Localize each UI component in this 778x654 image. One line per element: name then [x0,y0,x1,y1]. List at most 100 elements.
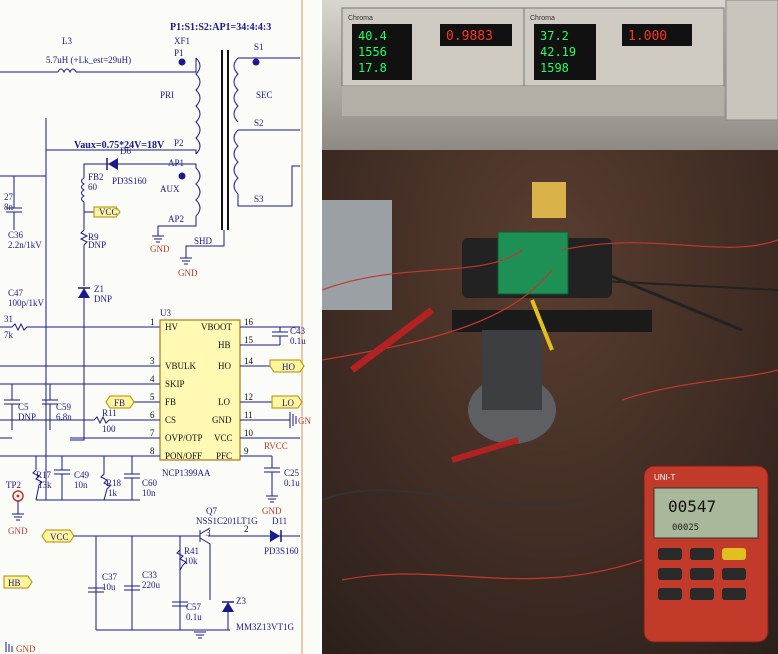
thermo-button-3[interactable] [722,548,746,560]
c59-value: 6.8n [56,412,72,422]
thermo-button-9[interactable] [722,588,746,600]
u3-ref: U3 [160,308,171,318]
ic-u3-body [159,319,241,461]
svg-text:FB: FB [165,397,176,407]
thermometer-reading: 00547 [668,497,716,516]
u3-part: NCP1399AA [162,468,211,478]
l3-ref: L3 [62,36,72,46]
r41-value: 10k [184,556,198,566]
svg-text:7: 7 [150,428,155,438]
meter1-row1: 40.4 [358,29,387,43]
svg-text:9: 9 [244,446,249,456]
d6-value: PD3S160 [112,176,147,186]
r41-ref: R41 [184,546,199,556]
r17-ref: R17 [36,470,52,480]
turns-ratio: P1:S1:S2:AP1=34:4:4:3 [170,22,271,33]
q7-value: NSS1C201LT1G [196,516,258,526]
gnd-corner-label: GND [16,644,36,654]
c47-value: 100p/1kV [8,298,45,308]
c37-ref: C37 [102,572,118,582]
handheld-thermometer: UNI-T 00547 00025 [643,465,769,643]
gnd-aux-icon [152,235,164,243]
c49-ref: C49 [74,470,90,480]
xfmr-ap1: AP1 [168,158,184,168]
c43-value: 0.1u [290,336,306,346]
svg-text:16: 16 [244,317,254,327]
net-hb-flag [3,575,33,589]
ferrite-fb2-icon [81,177,85,203]
lab-photo-panel: Chroma 40.4 1556 17.8 0.9883 Chroma 37.2… [322,0,778,654]
dot-s1-icon [252,58,260,66]
meter2-row2: 42.19 [540,45,576,59]
svg-text:6: 6 [150,410,155,420]
cap-c25-icon [264,456,280,496]
c43-ref: C43 [290,326,306,336]
transistor-q7-icon [199,527,211,600]
cap-c33-icon [124,585,140,591]
probe-red-2 [451,437,519,463]
c60-value: 10n [142,488,156,498]
svg-text:PFC: PFC [216,451,232,461]
thermometer-sub-reading: 00025 [672,523,699,533]
c33-ref: C33 [142,570,158,580]
cap-c49-icon [54,456,70,500]
gnd-shd-icon [180,257,192,265]
c59-ref: C59 [56,402,72,412]
c57-value: 0.1u [186,612,202,622]
d11-value: PD3S160 [264,546,299,556]
diode-d6-icon [108,158,118,170]
svg-text:HO: HO [218,361,231,371]
svg-text:VCC: VCC [214,433,233,443]
svg-text:1: 1 [150,317,155,327]
svg-text:5: 5 [150,392,155,402]
svg-text:PON/OFF: PON/OFF [165,451,202,461]
c33-value: 220u [142,580,161,590]
z3-value: MM3Z13VT1G [236,622,294,632]
fb2-ref: FB2 [88,172,104,182]
resistor-r18-icon [100,456,111,501]
r17-value: 13k [38,480,52,490]
thermo-button-7[interactable] [658,588,682,600]
resistor-r31-icon [0,322,160,332]
svg-text:3: 3 [150,356,155,366]
u3-right-pins: 16 VBOOT 15 HB 14 HO 12 LO 11 GND 10 VCC… [201,317,254,461]
c47-ref: C47 [8,288,24,298]
z3-ref: Z3 [236,596,246,606]
dot-aux-icon [178,172,186,180]
c36-value: 2.2n/1kV [8,240,42,250]
xfmr-shd: SHD [194,236,213,246]
u3-left-pins: 1 HV 3 VBULK 4 SKIP 5 FB 6 CS 7 OVP/OTP … [150,317,203,461]
xfmr-aux: AUX [160,184,180,194]
net-lo-label: LO [282,398,294,408]
cap-c5-icon [4,384,20,430]
transformer-part [532,182,566,218]
thermo-button-5[interactable] [690,568,714,580]
net-hb-label: HB [8,578,21,588]
svg-text:GND: GND [212,415,232,425]
svg-text:14: 14 [244,356,254,366]
resistor-r9-icon [79,229,89,256]
r31-value: 7k [4,330,14,340]
c27-ref: 27 [4,192,14,202]
c5-value: DNP [18,412,36,422]
xfmr-sec: SEC [256,90,273,100]
cap-c60-icon [124,456,140,500]
thermo-button-4[interactable] [658,568,682,580]
zener-z3-icon [222,602,234,612]
thermo-button-1[interactable] [658,548,682,560]
thermo-button-8[interactable] [690,588,714,600]
r9-value: DNP [88,240,106,250]
q7-pin-3: 3 [206,528,211,538]
thermo-button-6[interactable] [722,568,746,580]
q7-pin-2: 2 [244,524,249,534]
resistor-r17-icon [32,456,43,501]
xfmr-s2: S2 [254,118,264,128]
meter2-row1: 37.2 [540,29,569,43]
gnd-aux-label: GND [150,244,170,254]
zener-z1-icon [78,288,90,298]
c25-value: 0.1u [284,478,300,488]
svg-text:OVP/OTP: OVP/OTP [165,433,203,443]
thermo-button-2[interactable] [690,548,714,560]
rvcc-label: RVCC [264,441,288,451]
xfmr-pri: PRI [160,90,174,100]
